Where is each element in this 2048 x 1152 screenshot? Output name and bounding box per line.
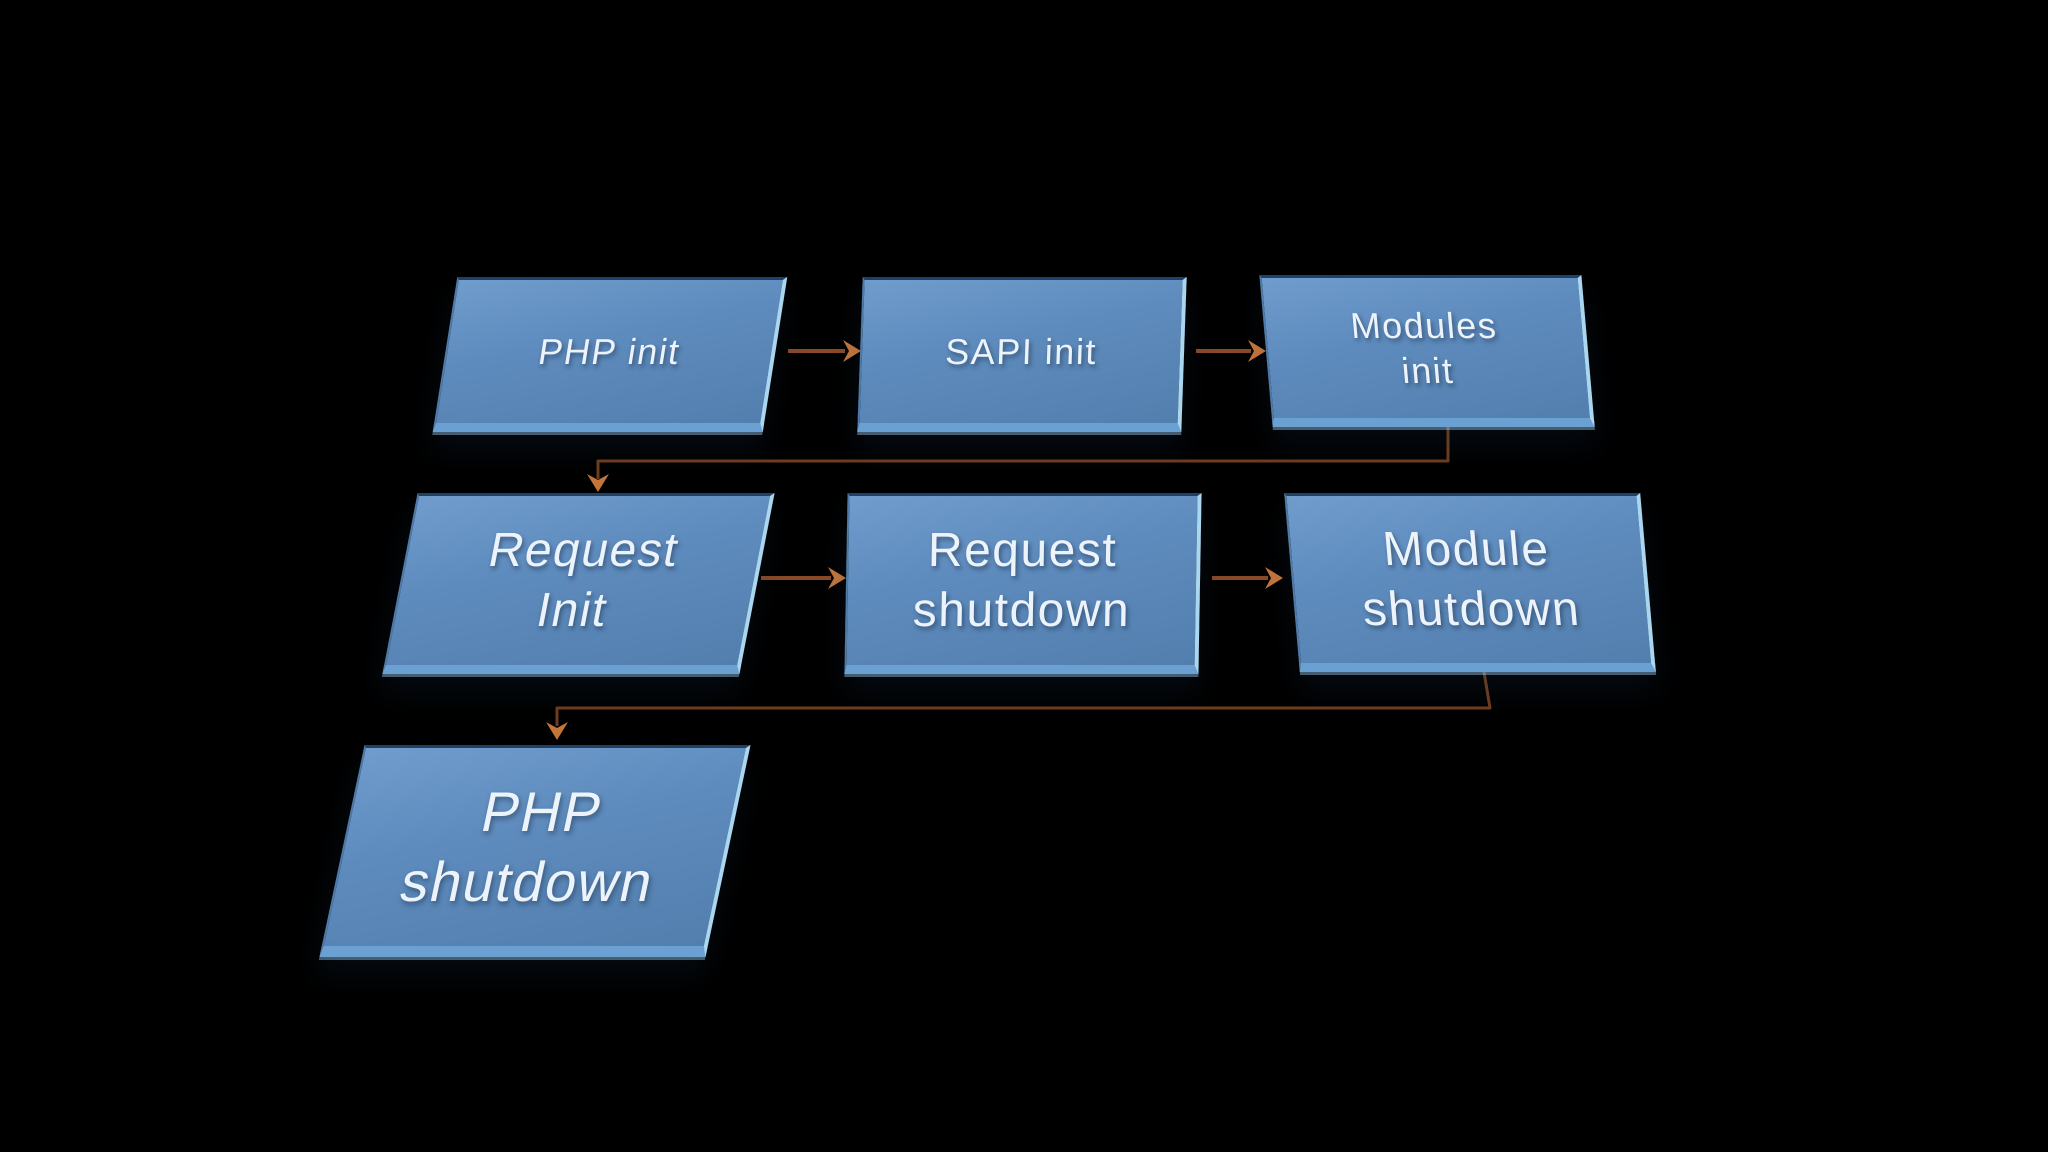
arrowhead-right-icon <box>828 567 846 589</box>
node-sapi-init: SAPI init <box>857 277 1187 432</box>
node-modules-init: Modules init <box>1259 275 1595 427</box>
node-module-shutdown: Module shutdown <box>1284 493 1656 672</box>
arrowhead-right-icon <box>1248 340 1266 362</box>
elbow-modules-init-to-request-init <box>596 424 1450 479</box>
node-request-shutdown-label: Request shutdown <box>912 523 1131 637</box>
arrowhead-right-icon <box>843 340 861 362</box>
arrowhead-down-icon <box>587 474 609 492</box>
node-php-shutdown: PHP shutdown <box>319 745 751 957</box>
node-php-shutdown-label: PHP shutdown <box>394 780 661 913</box>
arrowhead-right-icon <box>1265 567 1283 589</box>
node-php-init: PHP init <box>432 277 788 432</box>
node-request-shutdown: Request shutdown <box>844 493 1202 674</box>
node-request-init: Request Init <box>382 493 775 674</box>
node-request-init-label: Request Init <box>484 523 684 637</box>
node-sapi-init-label: SAPI init <box>944 331 1098 372</box>
node-php-init-label: PHP init <box>535 331 684 372</box>
node-modules-init-label: Modules init <box>1348 305 1499 391</box>
node-module-shutdown-label: Module shutdown <box>1360 522 1583 636</box>
elbow-module-shutdown-to-php-shutdown <box>555 671 1492 726</box>
arrowhead-down-icon <box>546 722 568 740</box>
